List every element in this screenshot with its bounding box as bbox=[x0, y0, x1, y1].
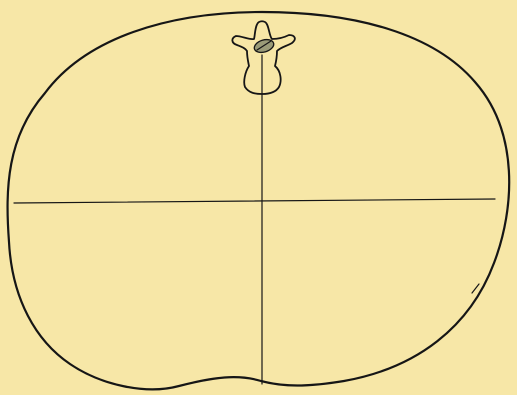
vertebra-shape bbox=[232, 21, 294, 94]
right-edge-mark bbox=[472, 284, 479, 293]
horizontal-axis-line bbox=[14, 199, 495, 203]
